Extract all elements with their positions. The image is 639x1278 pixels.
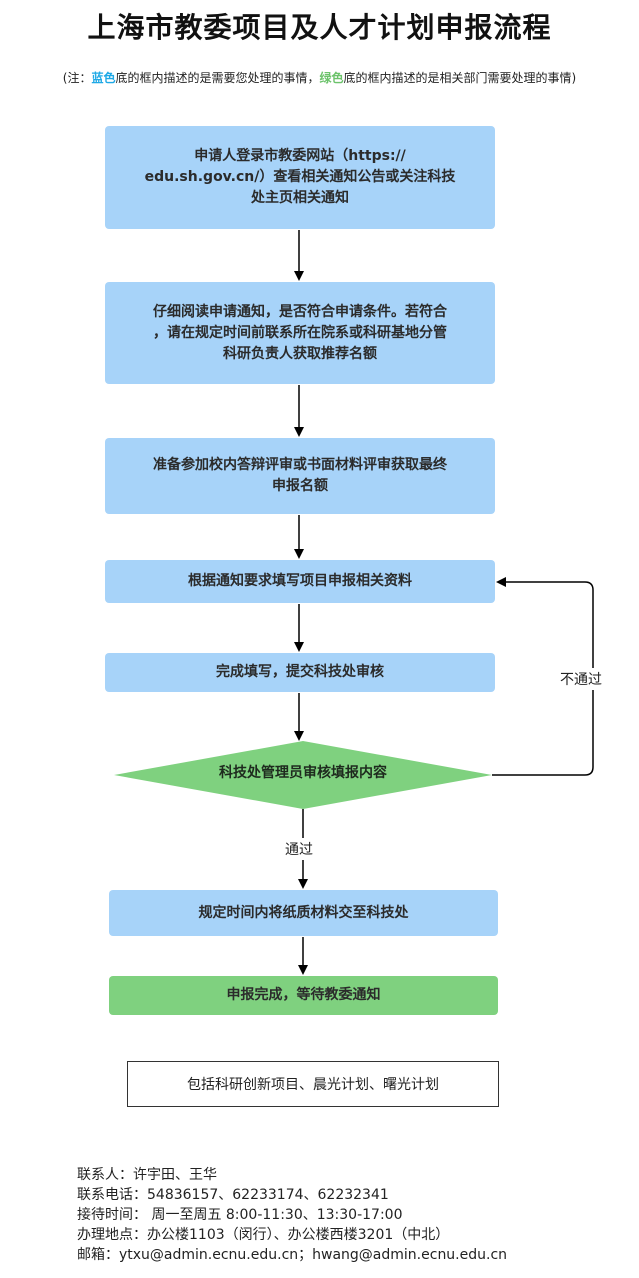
contact-info: 联系人：许宇田、王华 联系电话：54836157、62233174、622323… <box>77 1165 507 1265</box>
scope-note-box: 包括科研创新项目、晨光计划、曙光计划 <box>127 1061 499 1107</box>
step-fill-materials: 根据通知要求填写项目申报相关资料 <box>105 560 495 603</box>
contact-phone: 联系电话：54836157、62233174、62232341 <box>77 1187 389 1203</box>
decision-label: 科技处管理员审核填报内容 <box>219 765 387 781</box>
step-review-defense: 准备参加校内答辩评审或书面材料评审获取最终 申报名额 <box>105 438 495 514</box>
page-title: 上海市教委项目及人才计划申报流程 <box>87 11 552 44</box>
contact-hours: 接待时间： 周一至周五 8:00-11:30、13:30-17:00 <box>77 1207 403 1223</box>
note-suffix: 底的框内描述的是相关部门需要处理的事情) <box>343 71 577 85</box>
edge-label-pass: 通过 <box>283 838 315 860</box>
contact-address: 办理地点：办公楼1103（闵行）、办公楼西楼3201（中北） <box>77 1227 450 1243</box>
step-complete-wait: 申报完成，等待教委通知 <box>109 976 498 1015</box>
step-read-notice: 仔细阅读申请通知，是否符合申请条件。若符合 ，请在规定时间前联系所在院系或科研基… <box>105 282 495 384</box>
note-prefix: (注： <box>62 71 92 85</box>
contact-email: 邮箱：ytxu@admin.ecnu.edu.cn；hwang@admin.ec… <box>77 1247 508 1263</box>
note-blue-word: 蓝色 <box>91 71 116 85</box>
step-login-website: 申请人登录市教委网站（https:// edu.sh.gov.cn/）查看相关通… <box>105 126 495 229</box>
step-paper-submission: 规定时间内将纸质材料交至科技处 <box>109 890 498 936</box>
note-green-word: 绿色 <box>319 71 344 85</box>
decision-diamond <box>114 741 492 809</box>
contact-person: 联系人：许宇田、王华 <box>77 1167 217 1183</box>
note-middle: 底的框内描述的是需要您处理的事情， <box>115 71 320 85</box>
legend-note: (注：蓝色底的框内描述的是需要您处理的事情，绿色底的框内描述的是相关部门需要处理… <box>0 69 639 86</box>
edge-label-fail: 不通过 <box>558 668 604 690</box>
step-submit-review: 完成填写，提交科技处审核 <box>105 653 495 692</box>
